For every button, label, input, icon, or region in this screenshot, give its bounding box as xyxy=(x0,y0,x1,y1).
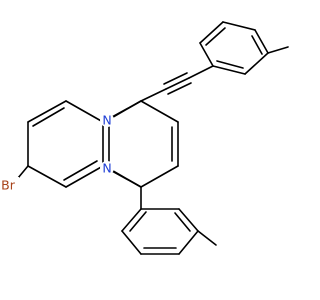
nitrogen-atom-label: N xyxy=(100,113,114,128)
atom-n4: N xyxy=(102,161,111,176)
bond-layer xyxy=(12,21,289,255)
bond xyxy=(107,100,142,121)
bond xyxy=(121,208,142,232)
bond xyxy=(174,212,191,232)
atom-layer: N N Br xyxy=(0,113,114,193)
nitrogen-atom-label: N xyxy=(100,161,114,176)
bond xyxy=(140,165,179,188)
structure-diagram: N N Br xyxy=(0,21,289,255)
bond xyxy=(188,65,214,79)
bond xyxy=(212,65,246,75)
bond xyxy=(222,21,256,31)
bond xyxy=(140,88,167,102)
bond xyxy=(129,211,147,232)
atom-n1: N xyxy=(102,113,111,128)
bond xyxy=(163,72,188,85)
bond xyxy=(167,82,192,95)
bond xyxy=(27,100,67,123)
bond xyxy=(205,27,226,46)
bond xyxy=(197,230,217,246)
bond xyxy=(107,167,142,188)
bond xyxy=(27,165,67,188)
bond xyxy=(254,29,269,54)
atom-br: Br xyxy=(1,178,16,193)
bond xyxy=(199,21,224,44)
bond xyxy=(121,230,142,255)
bond xyxy=(165,77,190,90)
bond xyxy=(216,60,244,69)
bond xyxy=(32,107,65,127)
bond xyxy=(244,52,269,75)
bond xyxy=(63,160,98,181)
bond xyxy=(178,230,199,255)
bond xyxy=(65,100,104,123)
bond xyxy=(178,208,199,232)
bond xyxy=(267,46,289,54)
bromine-atom-label: Br xyxy=(0,177,19,193)
bond xyxy=(140,100,179,123)
bond xyxy=(65,165,104,188)
bond xyxy=(251,35,263,55)
bond xyxy=(199,42,214,67)
